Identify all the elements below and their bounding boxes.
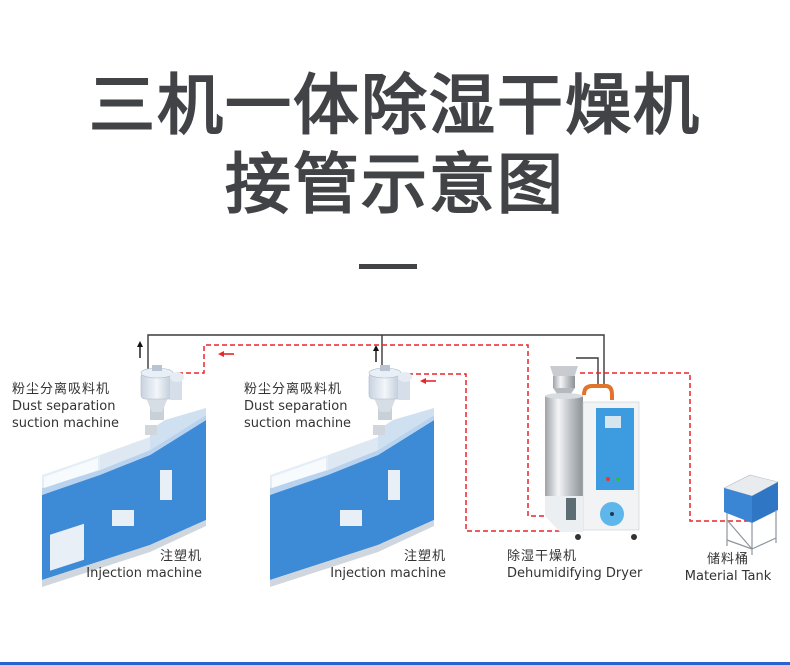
injection-machine-1-label-en: Injection machine — [86, 566, 202, 581]
diagram-title-line-1: 三机一体除湿干燥机 — [89, 67, 701, 144]
injection-machine-1-label: 注塑机 Injection machine — [60, 548, 202, 582]
dashed-line-2 — [408, 373, 572, 532]
injection-machine-2-label: 注塑机 Injection machine — [300, 548, 446, 582]
injection-machine-2-label-cn: 注塑机 — [403, 549, 446, 564]
suction-machine-1-label: 粉尘分离吸料机 Dust separation suction machine — [12, 381, 119, 432]
suction-machine-1-label-en-2: suction machine — [12, 416, 120, 431]
dehumidifying-dryer-graphic — [545, 366, 640, 540]
solid-line-dryer-hopper — [576, 357, 599, 385]
dryer-label: 除湿干燥机 Dehumidifying Dryer — [507, 548, 642, 582]
suction-machine-2-label-en-1: Dust separation — [244, 399, 348, 414]
suction-machine-1-label-en-1: Dust separation — [12, 399, 116, 414]
solid-line-main — [147, 334, 605, 385]
dashed-line-1 — [178, 344, 563, 517]
material-tank-label-cn: 储料桶 — [706, 552, 749, 567]
bottom-accent-bar — [0, 662, 790, 665]
material-tank-label-en: Material Tank — [684, 569, 772, 584]
suction-machine-1-label-cn: 粉尘分离吸料机 — [12, 382, 111, 397]
injection-machine-2-label-en: Injection machine — [330, 566, 446, 581]
dashed-line-tank — [580, 372, 750, 522]
diagram-title-line-2: 接管示意图 — [225, 146, 565, 223]
title-divider — [359, 264, 417, 269]
suction-machine-2-label-cn: 粉尘分离吸料机 — [244, 382, 343, 397]
left-arrow-1 — [218, 351, 234, 357]
material-tank-label: 储料桶 Material Tank — [678, 551, 778, 585]
injection-machine-2-graphic — [270, 365, 434, 587]
injection-machine-1-graphic — [42, 365, 206, 587]
injection-machine-1-label-cn: 注塑机 — [159, 549, 202, 564]
material-tank-graphic — [723, 474, 779, 555]
dashed-return-lines — [178, 344, 750, 532]
up-arrow-1 — [137, 341, 143, 358]
up-arrow-2 — [373, 345, 379, 362]
suction-machine-2-label: 粉尘分离吸料机 Dust separation suction machine — [244, 381, 351, 432]
left-arrow-2 — [420, 378, 436, 384]
dryer-label-en: Dehumidifying Dryer — [507, 566, 643, 581]
dryer-label-cn: 除湿干燥机 — [507, 549, 578, 564]
suction-machine-2-label-en-2: suction machine — [244, 416, 352, 431]
